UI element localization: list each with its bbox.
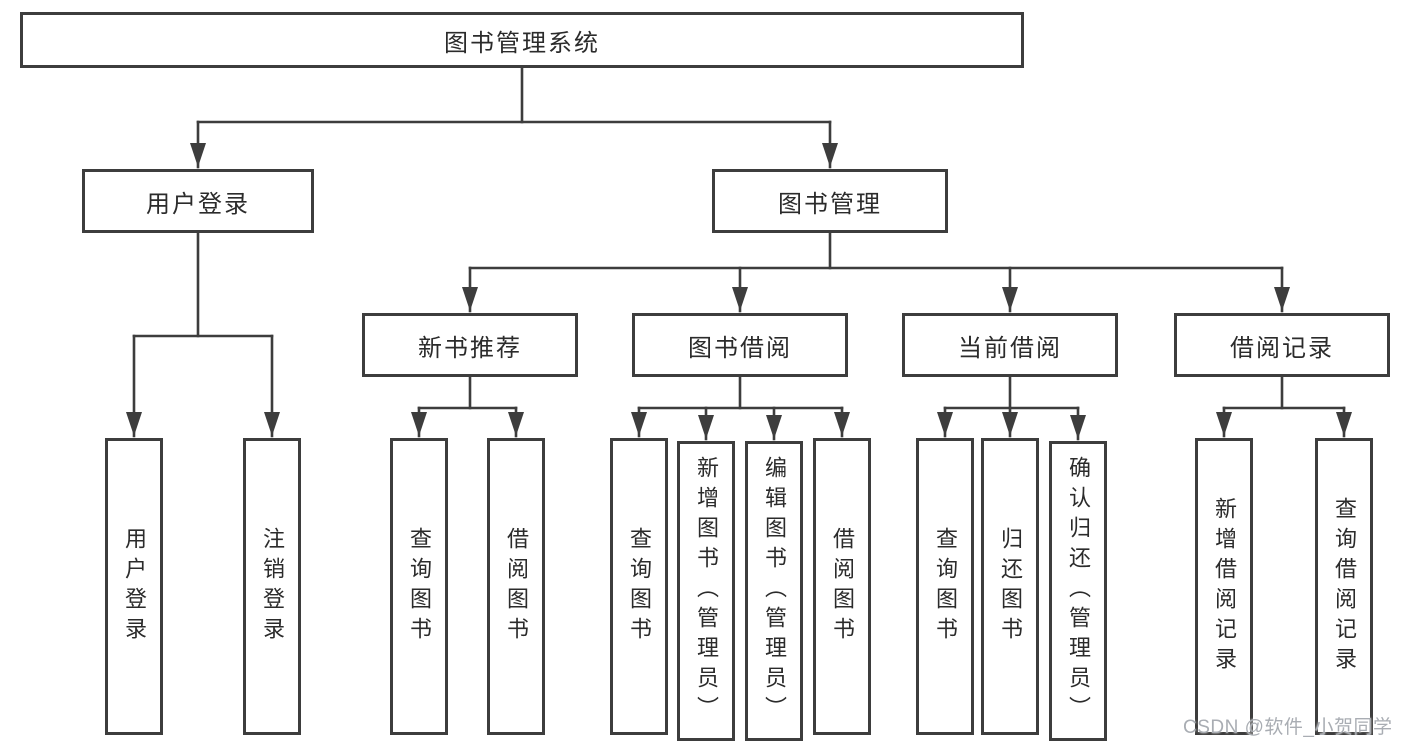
leaf-query-books-3: 查询图书 xyxy=(916,438,974,735)
leaf-return-books: 归还图书 xyxy=(981,438,1039,735)
leaf-edit-books-admin: 编辑图书（管理员） xyxy=(745,441,803,741)
node-label: 图书管理 xyxy=(778,190,882,218)
leaf-label: 查询借阅记录 xyxy=(1332,496,1357,677)
leaf-query-borrow-record: 查询借阅记录 xyxy=(1315,438,1373,735)
node-label: 当前借阅 xyxy=(958,334,1062,362)
leaf-label: 编辑图书（管理员） xyxy=(762,456,787,726)
leaf-label: 确认归还（管理员） xyxy=(1066,456,1091,726)
leaf-borrow-books-2: 借阅图书 xyxy=(813,438,871,735)
leaf-label: 借阅图书 xyxy=(830,526,855,647)
leaf-borrow-books-1: 借阅图书 xyxy=(487,438,545,735)
connector-user-login xyxy=(126,231,280,438)
connector-book-management xyxy=(462,231,1290,313)
node-label: 图书管理系统 xyxy=(444,29,600,57)
leaf-label: 新增图书（管理员） xyxy=(694,456,719,726)
connector-root xyxy=(190,66,838,169)
connector-borrowing-records xyxy=(1216,375,1352,438)
node-label: 借阅记录 xyxy=(1230,334,1334,362)
leaf-label: 新增借阅记录 xyxy=(1212,496,1237,677)
leaf-query-books-2: 查询图书 xyxy=(610,438,668,735)
node-label: 图书借阅 xyxy=(688,334,792,362)
leaf-label: 查询图书 xyxy=(627,526,652,647)
node-root-system: 图书管理系统 xyxy=(20,12,1024,68)
leaf-label: 查询图书 xyxy=(407,526,432,647)
node-book-management: 图书管理 xyxy=(712,169,948,233)
node-user-login: 用户登录 xyxy=(82,169,314,233)
leaf-label: 用户登录 xyxy=(122,526,147,647)
leaf-label: 注销登录 xyxy=(260,526,285,647)
leaf-query-books-1: 查询图书 xyxy=(390,438,448,735)
connector-current-borrowing xyxy=(937,375,1086,441)
leaf-user-login: 用户登录 xyxy=(105,438,163,735)
connector-book-borrowing xyxy=(631,375,850,441)
connector-new-book-recommend xyxy=(411,375,524,438)
leaf-label: 查询图书 xyxy=(933,526,958,647)
node-label: 新书推荐 xyxy=(418,334,522,362)
node-new-book-recommend: 新书推荐 xyxy=(362,313,578,377)
node-current-borrowing: 当前借阅 xyxy=(902,313,1118,377)
leaf-logout: 注销登录 xyxy=(243,438,301,735)
leaf-confirm-return-admin: 确认归还（管理员） xyxy=(1049,441,1107,741)
leaf-add-books-admin: 新增图书（管理员） xyxy=(677,441,735,741)
leaf-add-borrow-record: 新增借阅记录 xyxy=(1195,438,1253,735)
leaf-label: 借阅图书 xyxy=(504,526,529,647)
leaf-label: 归还图书 xyxy=(998,526,1023,647)
node-borrowing-records: 借阅记录 xyxy=(1174,313,1390,377)
node-label: 用户登录 xyxy=(146,190,250,218)
node-book-borrowing: 图书借阅 xyxy=(632,313,848,377)
